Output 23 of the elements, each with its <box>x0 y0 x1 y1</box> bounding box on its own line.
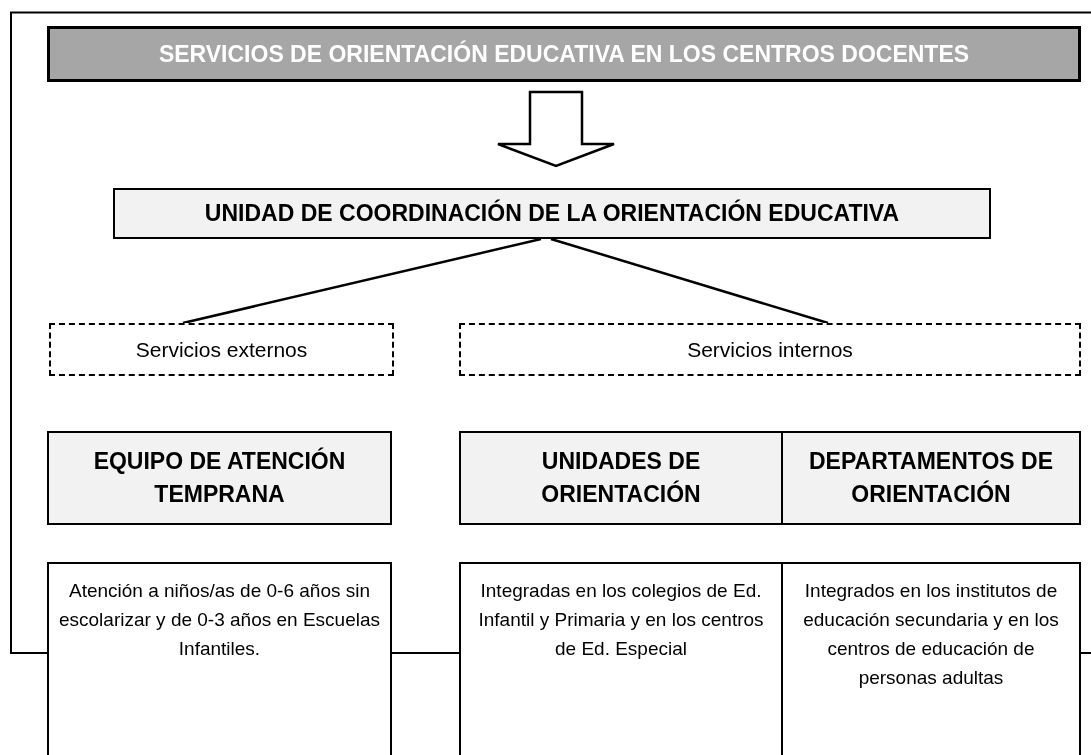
title-box <box>47 26 1081 82</box>
dashed-box <box>459 323 1081 376</box>
block-arrow <box>496 90 616 168</box>
box-text: Atención a niños/as de 0-6 años sin escolarizar y de 0-3 años en Escuelas Infantiles. <box>57 579 382 661</box>
connector-line <box>182 237 542 325</box>
box-text: SERVICIOS DE ORIENTACIÓN EDUCATIVA EN LOS CENTROS DOCENTES <box>158 39 970 69</box>
box-text: Integrados en los institutos de educación secundaria y en los centros de educación de personas adultas <box>802 579 1060 690</box>
heading-box <box>113 188 991 239</box>
heading-box <box>47 431 392 525</box>
box-text: Servicios externos <box>135 337 308 363</box>
box-text: DEPARTAMENTOS DE ORIENTACIÓN <box>807 447 1055 509</box>
box-text: Servicios internos <box>687 337 853 363</box>
box-text: EQUIPO DE ATENCIÓN TEMPRANA <box>92 446 347 509</box>
box-text: Integradas en los colegios de Ed. Infantil y Primaria y en los centros de Ed. Especial <box>477 579 765 661</box>
heading-box <box>781 431 1081 525</box>
box-text: UNIDADES DE ORIENTACIÓN <box>540 447 702 509</box>
text-box <box>459 562 783 755</box>
heading-box <box>459 431 783 525</box>
text-box <box>781 562 1081 755</box>
box-text: UNIDAD DE COORDINACIÓN DE LA ORIENTACIÓN EDUCATIVA <box>204 198 900 228</box>
text-box <box>47 562 392 755</box>
dashed-box <box>49 323 394 376</box>
connector-line <box>550 237 829 325</box>
